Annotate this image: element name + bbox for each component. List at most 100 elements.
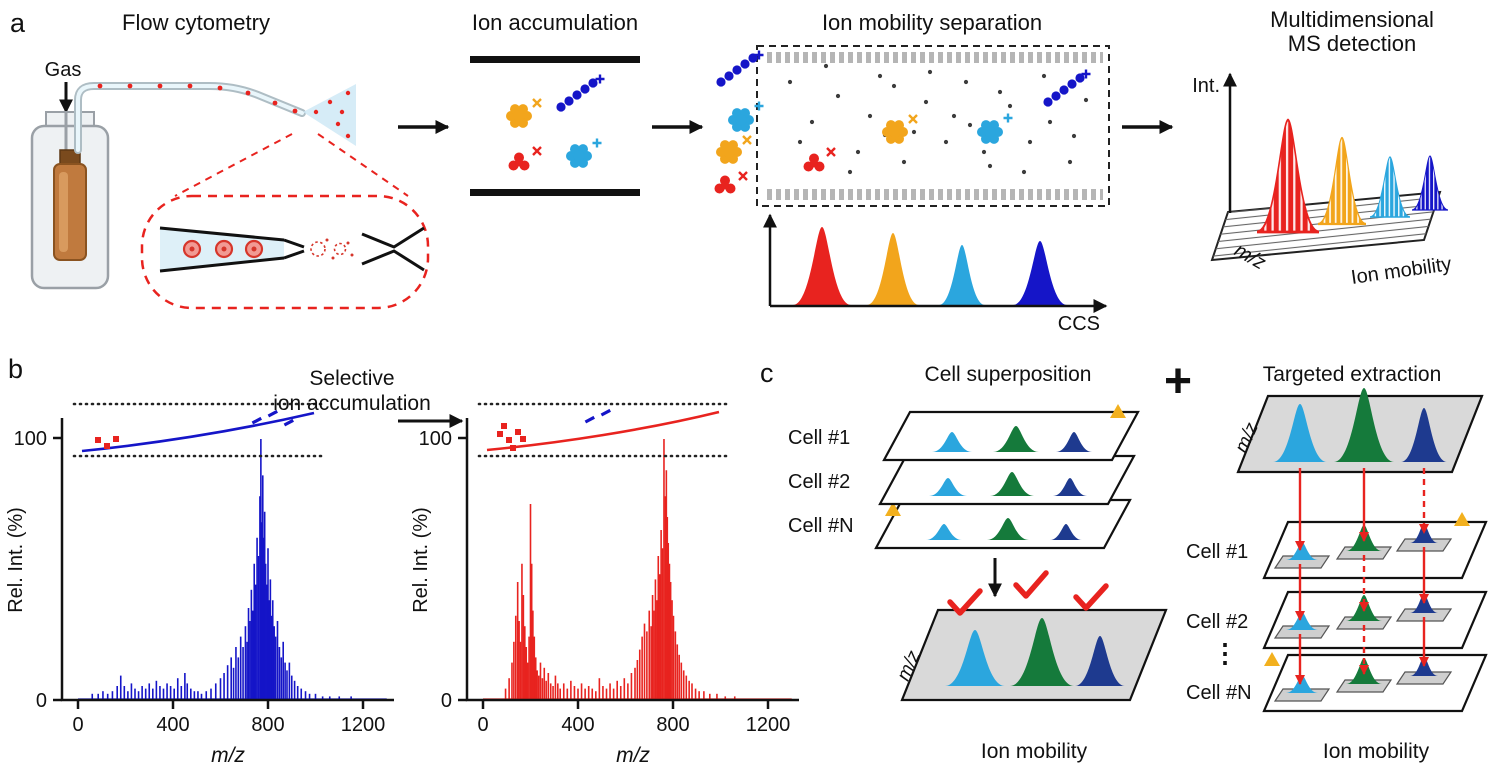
zoom-inset-outline — [140, 194, 430, 310]
ccs-peak-light-blue — [939, 245, 985, 305]
spectrum-after-xlabel: m/z — [616, 744, 650, 767]
stack-label-cell-1: Cell #1 — [788, 427, 850, 449]
intensity-axis-label: Int. — [1192, 75, 1220, 97]
extraction-label-cell-n: Cell #N — [1186, 682, 1252, 704]
spectrum-before: 100 0 0 400 800 1200 Rel. Int. (%) m/z — [5, 402, 394, 767]
spectrum-before-ylabel: Rel. Int. (%) — [5, 507, 27, 613]
red-ion-cluster-icon — [508, 152, 530, 171]
x-tick-label: 400 — [561, 714, 594, 736]
extraction-plane-cell-1 — [1262, 512, 1488, 580]
contaminant-marker-icon — [1264, 652, 1280, 666]
x-tick-label: 1200 — [341, 714, 386, 736]
extraction-tile — [1273, 688, 1331, 702]
ms-detection-title-line2: MS detection — [1288, 31, 1416, 56]
ms-3d-plot: Int. m/z Ion mobility — [1192, 72, 1453, 289]
ms-3d-ion-mobility-axis-label: Ion mobility — [1350, 253, 1453, 289]
spectrum-after-ylabel: Rel. Int. (%) — [410, 507, 432, 613]
cell-plane-2 — [878, 454, 1136, 506]
sample-vial-highlight — [59, 172, 68, 252]
red-charge-mark-icon — [531, 145, 543, 157]
y-tick-label-100: 100 — [14, 428, 47, 450]
ms-detection-title-line1: Multidimensional — [1270, 7, 1434, 32]
selective-caption-line2: ion accumulation — [273, 392, 431, 415]
ion-mobility-separation-title: Ion mobility separation — [822, 10, 1042, 35]
panel-c: c Cell superposition + Targeted extracti… — [760, 355, 1488, 763]
sample-vial — [53, 163, 87, 261]
cells-in-spray — [313, 90, 351, 139]
plus-sign: + — [1164, 355, 1192, 408]
flow-channel-walls — [159, 226, 305, 273]
cell-plane-1 — [882, 404, 1140, 462]
panel-c-label: c — [760, 358, 774, 388]
x-tick-label: 0 — [72, 714, 83, 736]
extraction-plane-cell-n — [1262, 652, 1488, 713]
inset-trapped-ions — [497, 423, 526, 451]
extraction-arrows — [1295, 468, 1429, 685]
y-tick-label-100: 100 — [419, 428, 452, 450]
panel-b: b 100 0 0 400 800 1200 Rel. Int. (%) m/z — [5, 354, 799, 767]
cell-plane-3 — [874, 498, 1132, 550]
spectrum-before-xlabel: m/z — [211, 744, 245, 767]
stack-label-cell-n: Cell #N — [788, 515, 854, 537]
panel-a: a Flow cytometry Ion accumulation Ion mo… — [10, 7, 1453, 335]
x-tick-label: 800 — [656, 714, 689, 736]
spectrum-after-peaks — [483, 439, 792, 700]
superposed-plane: m/z — [893, 570, 1168, 702]
buffer-gas-dots — [787, 63, 1089, 175]
plane-outline — [874, 498, 1132, 550]
ccs-peak-orange — [867, 233, 919, 305]
ion-accumulation-title: Ion accumulation — [472, 10, 638, 35]
selective-caption-line1: Selective — [309, 367, 394, 390]
ion-mobility-label-right: Ion mobility — [1323, 740, 1430, 763]
ims-cell-outline — [756, 45, 1110, 207]
inset-passing-ions — [251, 409, 294, 427]
ion-mobility-cell-sketch — [714, 45, 1110, 207]
ion-mobility-label-left: Ion mobility — [981, 740, 1088, 763]
extraction-plane-cell-2 — [1262, 590, 1488, 650]
zoom-callout-line-right — [317, 133, 409, 197]
orange-charge-mark-icon — [741, 134, 753, 146]
ccs-peak-dark-blue — [1013, 241, 1067, 305]
flow-cytometry-title: Flow cytometry — [122, 10, 270, 35]
aerosolized-cells — [310, 238, 354, 260]
inset-passing-ions — [584, 408, 611, 424]
orange-ion-cluster-icon — [716, 140, 742, 164]
dark-blue-ion-chain-icon — [716, 53, 758, 87]
spectrum-after-inset — [477, 402, 729, 458]
single-cells-in-channel — [182, 239, 264, 259]
extraction-tile — [1273, 555, 1331, 569]
checkmark-icon — [947, 588, 983, 616]
inset-trajectory-line — [486, 410, 720, 452]
panel-b-label: b — [8, 354, 23, 384]
orange-charge-mark-icon — [531, 97, 543, 109]
extraction-tile — [1273, 625, 1331, 639]
spectrum-before-inset — [72, 402, 324, 458]
ccs-peak-red — [793, 227, 851, 305]
light-blue-ion-cluster-icon — [566, 144, 592, 168]
x-tick-label: 1200 — [746, 714, 791, 736]
stack-label-cell-2: Cell #2 — [788, 471, 850, 493]
electrospray-cone — [303, 84, 356, 146]
cell-superposition-title: Cell superposition — [925, 363, 1092, 386]
ion-accumulation-sketch — [470, 56, 640, 196]
light-blue-ion-cluster-icon — [728, 108, 754, 132]
spectrum-before-axes — [60, 418, 394, 702]
spectrum-after-axes — [465, 418, 799, 702]
vertical-ellipsis: ⋮ — [1212, 638, 1238, 668]
spectrum-before-peaks — [78, 439, 387, 700]
ccs-axis-label: CCS — [1058, 313, 1100, 335]
ccs-profile-chart: CCS — [763, 213, 1108, 335]
checkmark-icon — [1073, 583, 1109, 611]
inset-trajectory-line — [81, 411, 315, 453]
extraction-tile — [1395, 608, 1453, 622]
light-blue-charge-mark-icon — [591, 137, 603, 149]
flow-cytometry-sketch: Gas — [30, 59, 430, 310]
x-tick-label: 400 — [156, 714, 189, 736]
ims-electrode-strip-top — [763, 52, 1103, 63]
contaminant-marker-icon — [1454, 512, 1470, 526]
spectrum-after: 100 0 0 400 800 1200 Rel. Int. (%) m/z — [410, 402, 799, 767]
zoom-callout-line-left — [174, 133, 293, 197]
accumulation-electrode-bottom — [470, 189, 640, 196]
